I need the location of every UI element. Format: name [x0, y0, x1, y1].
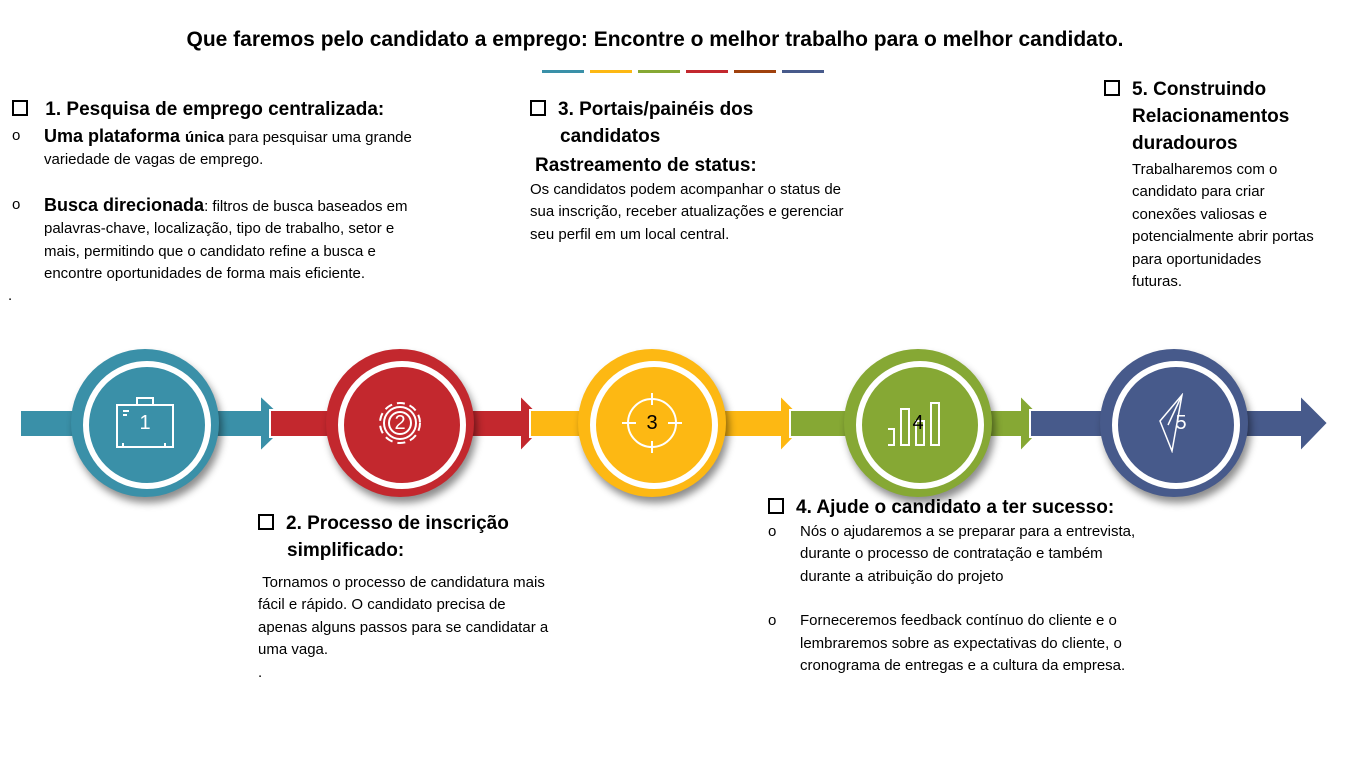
step-description: Tornamos o processo de candidatura mais … [258, 574, 553, 659]
step-number: 4 [912, 411, 924, 434]
step-heading: 5. Construindo [1132, 79, 1267, 100]
step-heading-cont: candidatos [560, 126, 661, 147]
checkbox-icon [1104, 80, 1120, 96]
step-description: Os candidatos podem acompanhar o status … [530, 181, 844, 243]
step-3-circle: 3 [578, 349, 726, 497]
checkbox-icon [12, 100, 28, 116]
step-number: 5 [1175, 411, 1187, 434]
step-1-circle: 1 [71, 349, 219, 497]
step-number: 2 [394, 411, 406, 434]
checkbox-icon [258, 514, 274, 530]
step-subheading: Rastreamento de status: [535, 155, 757, 176]
step-2-text: 2. Processo de inscrição simplificado: T… [258, 510, 558, 684]
step-3-text: 3. Portais/painéis dos candidatos Rastre… [530, 96, 850, 246]
step-heading-cont: simplificado: [287, 540, 405, 561]
bullet: Uma plataforma única para pesquisar uma … [12, 125, 412, 172]
step-4-circle: 4 [844, 349, 992, 497]
step-2-circle: 2 [326, 349, 474, 497]
step-4-text: 4. Ajude o candidato a ter sucesso: Nós … [768, 494, 1153, 677]
gear-icon [379, 402, 421, 444]
bar-chart-icon [888, 402, 940, 446]
bullet: Nós o ajudaremos a se preparar para a en… [768, 521, 1153, 588]
page-title: Que faremos pelo candidato a emprego: En… [186, 28, 1124, 51]
step-heading: 1. Pesquisa de emprego centralizada: [45, 99, 385, 120]
briefcase-icon [116, 397, 174, 448]
step-5-text: 5. Construindo Relacionamentos duradouro… [1104, 76, 1314, 293]
step-5-circle: 5 [1100, 349, 1248, 497]
step-heading-cont: duradouros [1132, 133, 1238, 154]
bullet: Forneceremos feedback contínuo do client… [768, 610, 1153, 677]
target-icon [622, 393, 682, 453]
step-heading: 2. Processo de inscrição [286, 513, 509, 534]
color-divider [542, 70, 824, 73]
bullet: Busca direcionada: filtros de busca base… [12, 194, 412, 286]
dot: . [8, 287, 13, 305]
step-heading: 3. Portais/painéis dos [558, 99, 754, 120]
step-number: 3 [646, 411, 658, 434]
dot: . [258, 663, 263, 681]
paper-plane-icon [1159, 393, 1184, 453]
step-description: Trabalharemos com o candidato para criar… [1132, 161, 1314, 291]
step-heading: 4. Ajude o candidato a ter sucesso: [796, 497, 1115, 518]
checkbox-icon [530, 100, 546, 116]
checkbox-icon [768, 498, 784, 514]
step-1-text: 1. Pesquisa de emprego centralizada: Uma… [8, 96, 412, 308]
step-heading-cont: Relacionamentos [1132, 106, 1290, 127]
step-number: 1 [139, 411, 151, 434]
